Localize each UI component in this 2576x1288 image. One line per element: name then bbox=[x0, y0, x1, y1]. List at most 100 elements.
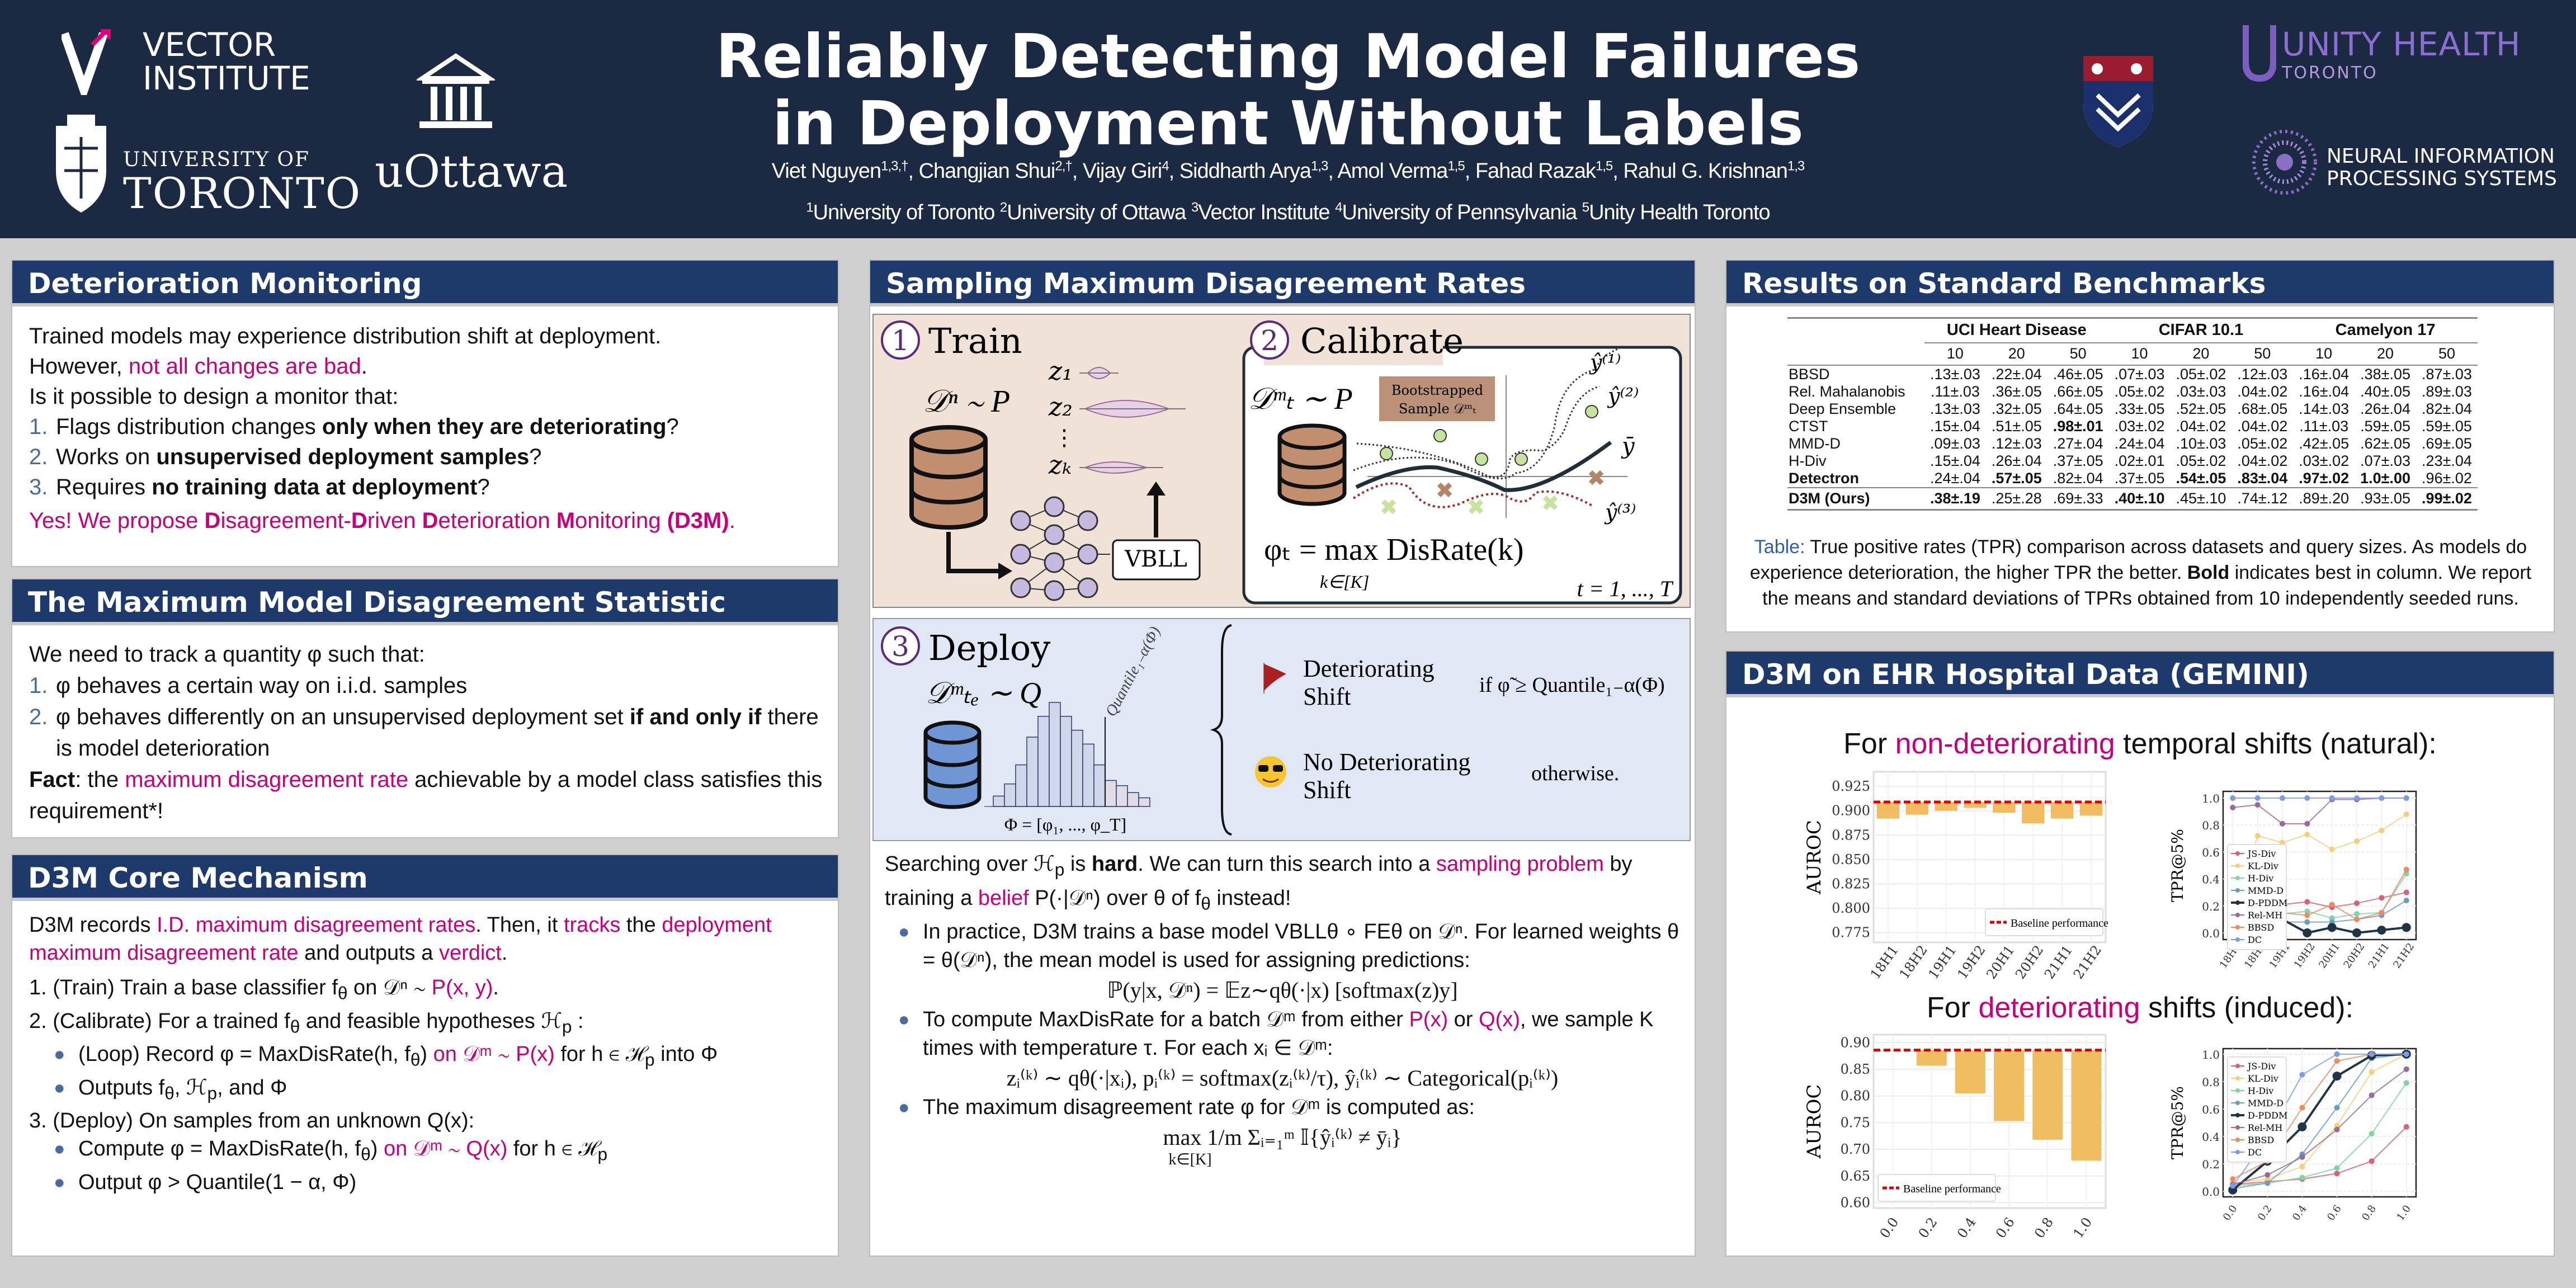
latent-label: z₁ bbox=[1048, 356, 1073, 386]
legend-label: D-PDDM bbox=[2248, 898, 2287, 908]
legend-label: BBSD bbox=[2248, 1135, 2274, 1145]
data-point bbox=[2334, 1058, 2340, 1064]
tpr-cell: .66±.05 bbox=[2053, 383, 2103, 400]
step-number-circle bbox=[881, 320, 920, 360]
tpr-cell: .05±.02 bbox=[2176, 452, 2226, 469]
legend-label: MMD-D bbox=[2248, 885, 2284, 896]
tpr-cell: .11±.03 bbox=[2299, 417, 2349, 435]
calibrate-data-label: 𝒟ᵐₜ ∼ P bbox=[1248, 382, 1353, 416]
tpr-cell: .03±.02 bbox=[2299, 452, 2349, 469]
tpr-cell: .40±.05 bbox=[2360, 383, 2410, 400]
data-point bbox=[2230, 804, 2236, 810]
logo-text: TORONTO bbox=[2282, 63, 2378, 83]
data-point bbox=[2354, 916, 2360, 922]
step-train: 1. (Train) Train a base classifier fθ on… bbox=[29, 976, 499, 1003]
data-point bbox=[2379, 895, 2385, 901]
data-point bbox=[2327, 923, 2337, 932]
data-point bbox=[2230, 1183, 2236, 1189]
tpr-cell: .37±.05 bbox=[2053, 452, 2103, 469]
size-header: 10 bbox=[2293, 342, 2355, 366]
y-axis-label: TPR@5% bbox=[2168, 829, 2187, 902]
bar bbox=[1905, 802, 1929, 815]
series-line bbox=[2233, 1126, 2407, 1185]
latent-label: ⋮ bbox=[1053, 425, 1075, 451]
data-point bbox=[2403, 866, 2409, 872]
bootstrap-box bbox=[1379, 376, 1495, 421]
logo-text: TORONTO bbox=[123, 168, 362, 218]
histogram-bar bbox=[1093, 764, 1106, 807]
data-point bbox=[2264, 1172, 2271, 1178]
affiliation-number: 2 bbox=[999, 200, 1007, 215]
data-point bbox=[2379, 795, 2385, 801]
data-point bbox=[2403, 889, 2409, 895]
tpr-cell: .24±.04 bbox=[1929, 469, 1980, 487]
data-point bbox=[2279, 795, 2285, 801]
tpr-cell: .22±.04 bbox=[1991, 365, 2042, 383]
data-point bbox=[2354, 900, 2360, 906]
y-tick-label: 0.0 bbox=[2202, 927, 2220, 940]
table-row: Detectron.24±.04.57±.05.82±.04.37±.05.54… bbox=[1787, 470, 2478, 488]
step-deploy: 3. (Deploy) On samples from an unknown Q… bbox=[29, 1109, 475, 1133]
formula-sampling: zᵢ⁽ᵏ⁾ ∼ qθ(·|xᵢ), pᵢ⁽ᵏ⁾ = softmax(zᵢ⁽ᵏ⁾/… bbox=[1006, 1065, 1559, 1091]
x-tick-label: 19H2 bbox=[1954, 942, 1988, 982]
tpr-cell: .32±.05 bbox=[1991, 400, 2042, 417]
size-header: 20 bbox=[2355, 342, 2416, 366]
empty-cell bbox=[1787, 342, 1924, 366]
step-number-circle bbox=[881, 626, 920, 666]
logo-text: uOttawa bbox=[375, 145, 568, 197]
series-line bbox=[2232, 1069, 2407, 1185]
legend-label: Rel-MH bbox=[2248, 910, 2282, 921]
prediction-label: ŷ⁽²⁾ bbox=[1607, 384, 1639, 408]
author-affiliation-marker: 1,3 bbox=[1310, 158, 1328, 173]
affiliation-number: 1 bbox=[806, 200, 813, 215]
author-affiliation-marker: 1,3,† bbox=[881, 158, 908, 173]
formula-maxdisrate: max 1/m Σᵢ₌₁ᵐ 𝕀{ŷᵢ⁽ᵏ⁾ ≠ ȳᵢ}k∈[K] bbox=[1163, 1125, 1402, 1169]
x-tick-label: 0.6 bbox=[1993, 1215, 2018, 1241]
data-point bbox=[2334, 1122, 2340, 1129]
paragraph: We need to track a quantity φ such that: bbox=[29, 642, 425, 667]
train-calibrate-figure: 1 Train 𝒟ⁿ ∼ P z₁ z₂ ⋮ zₖ VBLL 2 Calibra… bbox=[872, 314, 1691, 608]
affiliation-name: University of Pennsylvania bbox=[1342, 200, 1578, 224]
list-item: 3.Requires no training data at deploymen… bbox=[29, 475, 490, 499]
logo-text: PROCESSING SYSTEMS bbox=[2327, 167, 2557, 190]
data-point bbox=[2329, 846, 2335, 852]
step-number: 2 bbox=[1261, 324, 1278, 357]
tpr-cell: .11±.03 bbox=[1930, 383, 1980, 400]
list-item: 2.φ behaves differently on an unsupervis… bbox=[29, 705, 819, 761]
bar bbox=[1916, 1050, 1947, 1066]
legend-label: DC bbox=[2248, 1147, 2262, 1158]
tpr-cell: .05±.02 bbox=[2114, 383, 2165, 400]
bar bbox=[1935, 802, 1957, 811]
method-name: Deep Ensemble bbox=[1789, 400, 1896, 417]
tpr-cell: .12±.03 bbox=[2237, 365, 2288, 383]
bar bbox=[1994, 1050, 2025, 1121]
y-tick-label: 0.900 bbox=[1832, 803, 1870, 819]
deploy-figure: 3 Deploy 𝒟ᵐₜₑ ∼ Q Quantile₁₋α(Φ) Φ = [φ₁… bbox=[872, 618, 1691, 841]
y-tick-label: 0.70 bbox=[1841, 1141, 1870, 1157]
paragraph: Is it possible to design a monitor that: bbox=[29, 384, 399, 409]
legend-label: KL-Div bbox=[2248, 1073, 2278, 1084]
histogram-bar bbox=[1049, 702, 1061, 807]
legend-label: JS-Div bbox=[2247, 1061, 2276, 1072]
legend-label: H-Div bbox=[2248, 1086, 2273, 1096]
size-header: 50 bbox=[2047, 342, 2109, 366]
data-point bbox=[2334, 1051, 2340, 1057]
tpr-cell: .83±.04 bbox=[2237, 469, 2288, 487]
author-name: Siddharth Arya bbox=[1179, 159, 1311, 183]
step-number: 3 bbox=[891, 630, 909, 663]
author-name: Changjian Shui bbox=[918, 159, 1056, 183]
data-point bbox=[2369, 1051, 2375, 1057]
x-tick-label: 0.2 bbox=[2256, 1203, 2275, 1223]
paragraph: Trained models may experience distributi… bbox=[29, 324, 662, 348]
sampling-text: Searching over ℋp is hard. We can turn t… bbox=[870, 850, 1695, 1169]
tpr-cell: .16±.04 bbox=[2299, 383, 2349, 400]
prediction-curves bbox=[1352, 346, 1627, 518]
tpr-cell: .07±.03 bbox=[2114, 365, 2165, 383]
tpr-cell: .69±.33 bbox=[2047, 487, 2109, 511]
chart-legend: Baseline performance bbox=[1877, 1174, 2001, 1202]
legend-label: MMD-D bbox=[2248, 1098, 2284, 1108]
neural-network-icon bbox=[1010, 496, 1110, 601]
tpr-cell: .99±.02 bbox=[2416, 487, 2478, 511]
